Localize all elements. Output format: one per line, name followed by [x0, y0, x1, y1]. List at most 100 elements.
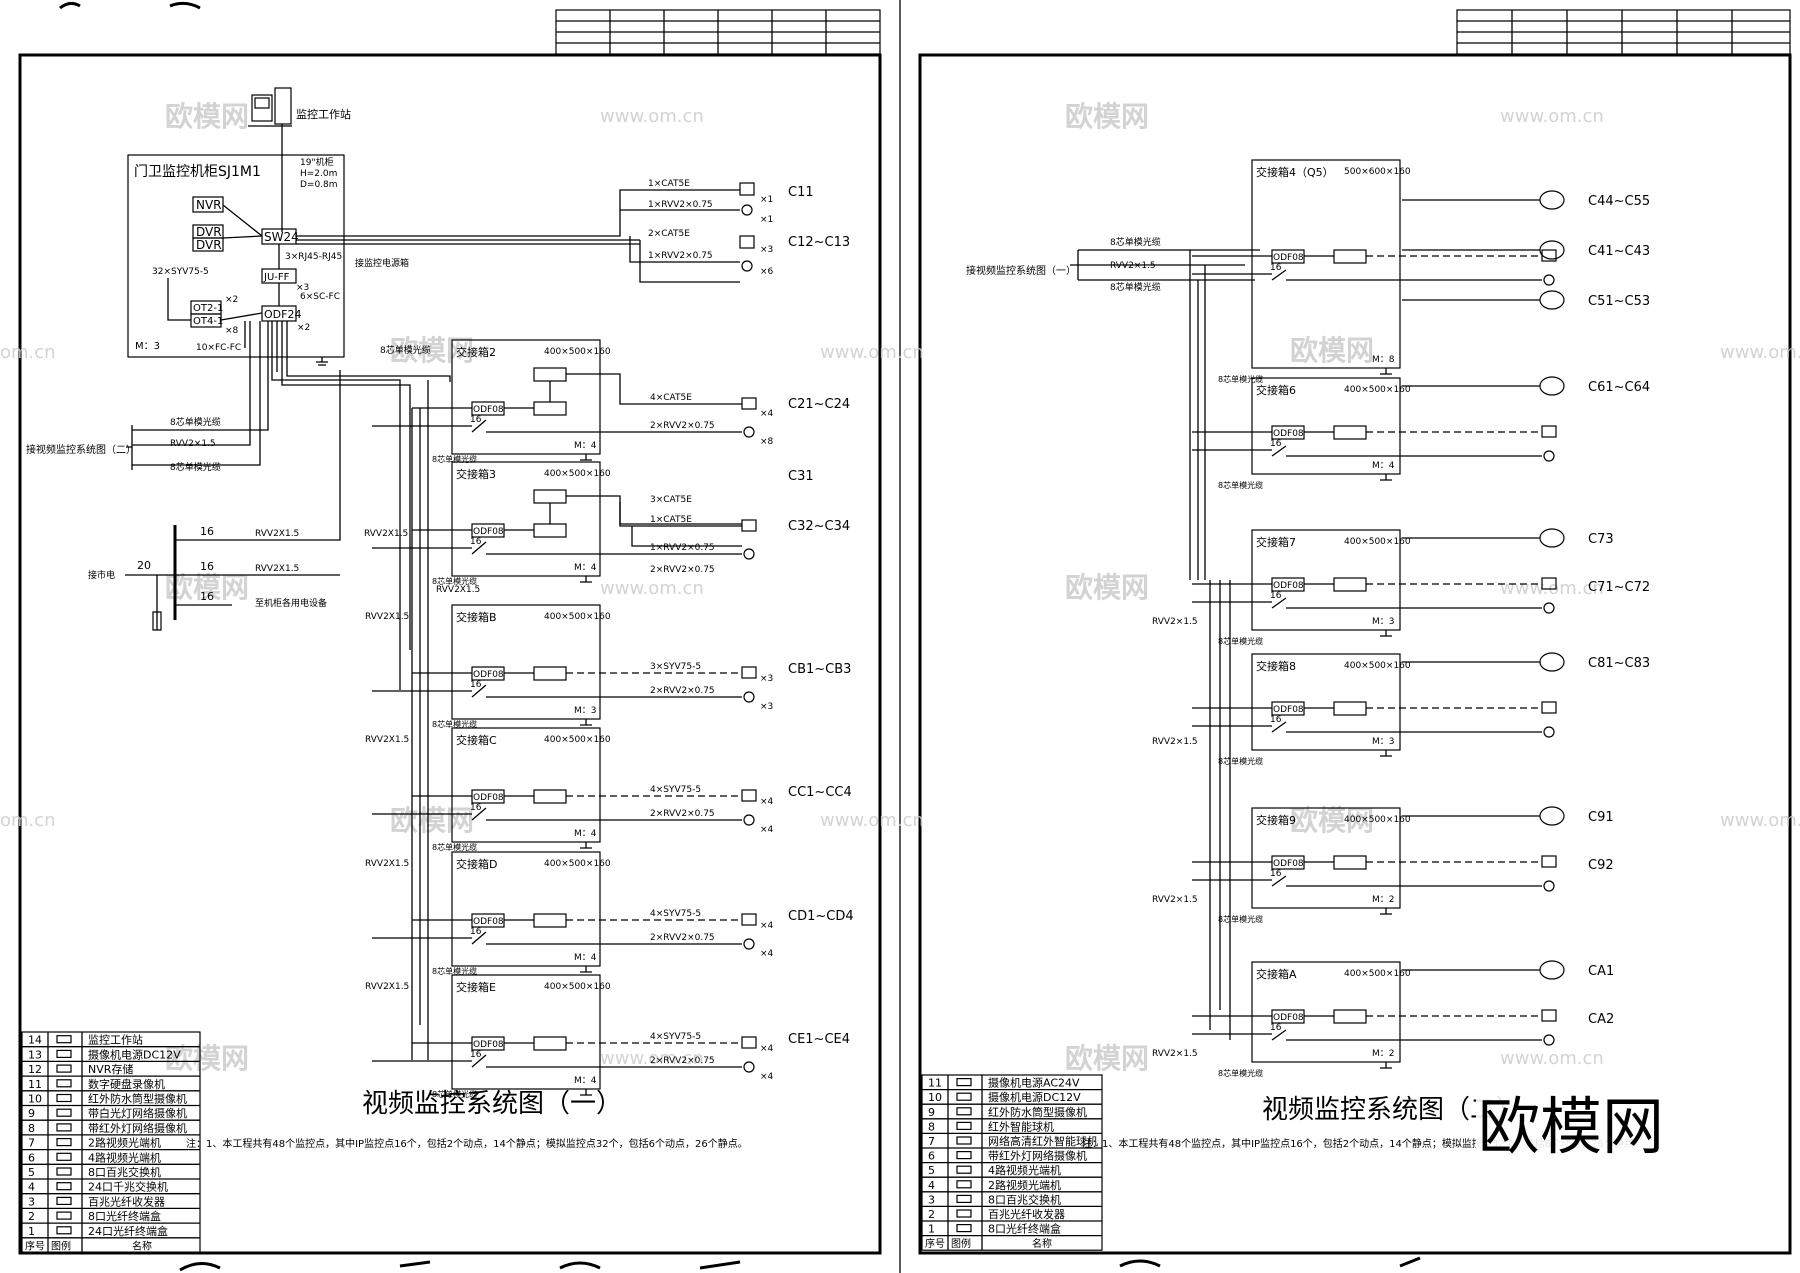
camera-group-label: CB1~CB3 — [788, 662, 851, 677]
legend-symbol-icon — [956, 1194, 972, 1204]
cable-label: 4×SYV75-5 — [650, 1032, 701, 1042]
junction-box-label: 交接箱D — [456, 857, 497, 871]
ground-icon — [580, 576, 592, 583]
power-supply-icon — [1543, 880, 1555, 892]
cable-label: 8芯单模光缆 — [1110, 281, 1161, 293]
legend-symbol-icon — [956, 1165, 972, 1174]
odf08-label: ODF08 — [473, 793, 504, 803]
ground-icon — [1380, 1062, 1392, 1069]
legend-symbol-icon — [56, 1167, 72, 1176]
legend-name: 4路视频光端机 — [88, 1150, 161, 1164]
junction-box-size: 400×500×160 — [1344, 385, 1411, 395]
junction-box-label: 交接箱4（Q5） — [1256, 165, 1334, 179]
power-supply-icon — [743, 1061, 755, 1073]
legend-symbol-icon — [956, 1136, 972, 1145]
breaker-rating: 16 — [200, 525, 214, 538]
cable-label: 8芯单模光缆 — [432, 454, 477, 464]
legend-header-name: 名称 — [1032, 1237, 1052, 1250]
cable-label: 3×SYV75-5 — [650, 662, 701, 672]
dome-camera-icon — [1539, 960, 1565, 980]
legend-symbol-icon — [56, 1093, 72, 1103]
odf08-label: ODF08 — [473, 527, 504, 537]
ground-icon — [580, 1089, 592, 1096]
camera-group-label: C71~C72 — [1588, 580, 1650, 595]
legend-name: 网络高清红外智能球机 — [988, 1134, 1098, 1148]
legend-number: 13 — [28, 1048, 42, 1061]
cropped-stroke-bottom — [179, 1256, 1421, 1272]
dome-camera-icon — [1539, 528, 1565, 548]
camera-group-label: C41~C43 — [1588, 244, 1650, 259]
ot4-label: OT4-1 — [193, 316, 223, 327]
odf24-label: ODF24 — [264, 308, 301, 321]
odf08-label: ODF08 — [473, 917, 504, 927]
legend-symbol-icon — [56, 1182, 72, 1191]
power-distribution: 接市电 20 16 16 16 RVV2X1.5 RVV2X1.5 至机柜各用电… — [88, 525, 327, 631]
odf08-label: ODF08 — [473, 1040, 504, 1050]
camera-icon — [741, 1036, 757, 1049]
ground-icon — [1380, 908, 1392, 915]
multiplier: ×3 — [760, 674, 773, 684]
cable-label: 8芯单模光缆 — [432, 842, 477, 852]
power-supply-icon — [743, 548, 755, 560]
junction-box-m-count: M：4 — [574, 563, 597, 573]
legend-name: 百兆光纤收发器 — [88, 1194, 165, 1208]
camera-group-label: C32~C34 — [788, 519, 850, 534]
switch-sw24-label: SW24 — [264, 230, 299, 244]
breaker-rating: 16 — [1270, 263, 1282, 273]
junction-box: 交接箱4（Q5）500×600×160M：8ODF0816C44~C55C41~… — [1192, 159, 1650, 384]
cable-label: 3×CAT5E — [650, 495, 692, 505]
camera-group-label: CD1~CD4 — [788, 909, 854, 924]
cable-label: RVV2×1.5 — [1152, 617, 1198, 627]
cabinet-spec-2: H=2.0m — [300, 169, 337, 179]
cable-label: RVV2×1.5 — [1152, 737, 1198, 747]
legend-number: 12 — [28, 1063, 42, 1076]
power-input-label: 接市电 — [88, 569, 115, 581]
legend-number: 7 — [928, 1135, 935, 1148]
ground-icon — [1380, 368, 1392, 375]
legend-number: 7 — [28, 1137, 35, 1150]
legend-name: 摄像机电源AC24V — [988, 1076, 1080, 1090]
legend-name: 红外防水筒型摄像机 — [88, 1092, 187, 1106]
watermark: 欧模网 — [165, 100, 249, 133]
cable-label: RVV2X1.5 — [255, 564, 299, 574]
junction-box-m-count: M：4 — [574, 1076, 597, 1086]
cable-label: 2×RVV2×0.75 — [650, 809, 715, 819]
cropped-stroke-top — [59, 1, 201, 10]
legend-name: 百兆光纤收发器 — [988, 1207, 1065, 1221]
cable-label: 2×RVV2×0.75 — [650, 686, 715, 696]
junction-box-size: 400×500×160 — [1344, 815, 1411, 825]
junction-box-size: 400×500×160 — [544, 859, 611, 869]
sheet2-frame — [918, 9, 1792, 1255]
legend-number: 3 — [928, 1193, 935, 1206]
camera-group-label: C44~C55 — [1588, 194, 1650, 209]
junction-box-label: 交接箱7 — [1256, 535, 1296, 549]
legend-number: 2 — [928, 1208, 935, 1221]
legend-symbol-icon — [56, 1226, 72, 1235]
dome-camera-icon — [1539, 376, 1565, 396]
cable-label: 2×RVV2×0.75 — [650, 565, 715, 575]
legend-symbol-icon — [56, 1079, 72, 1088]
cable-label: 2×RVV2×0.75 — [650, 1056, 715, 1066]
cable-label: RVV2X1.5 — [365, 982, 409, 992]
ups-label: 至机柜各用电设备 — [255, 597, 327, 609]
sheet2-title-block — [1456, 9, 1791, 55]
watermark: 欧模网 — [1290, 804, 1374, 837]
cable-label: 8芯单模光缆 — [380, 344, 431, 356]
cable-label: 1×CAT5E — [648, 179, 690, 189]
junction-box-size: 400×500×160 — [1344, 661, 1411, 671]
cabinet-spec-3: D=0.8m — [300, 180, 338, 190]
power-supply-icon — [1543, 450, 1555, 462]
ground-icon — [580, 719, 592, 726]
breaker-rating: 16 — [470, 927, 482, 937]
camera-group-label: CA2 — [1588, 1012, 1614, 1027]
odf08-label: ODF08 — [1273, 581, 1304, 591]
